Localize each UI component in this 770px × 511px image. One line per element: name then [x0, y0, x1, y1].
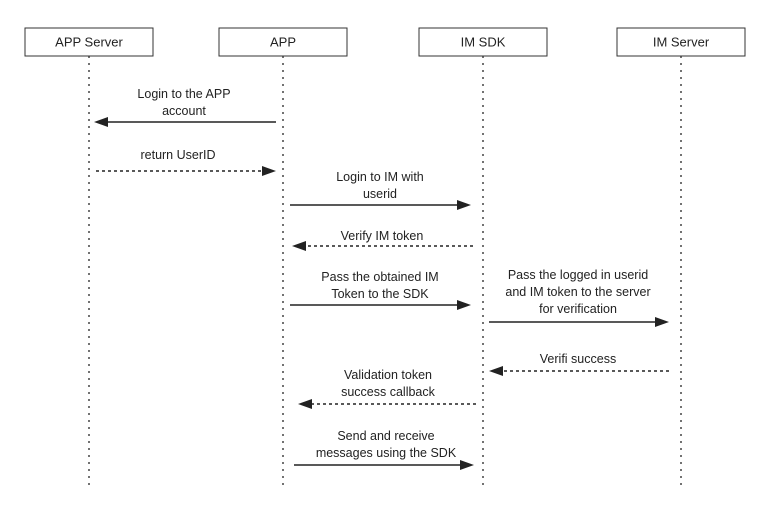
message-label: Pass the logged in userid [508, 268, 648, 282]
actors: APP Server APP IM SDK IM Server [24, 27, 746, 57]
actor-box [218, 27, 348, 57]
message-label: messages using the SDK [316, 446, 457, 460]
message-label: Login to IM with [336, 170, 424, 184]
message-3: Login to IM with userid [290, 170, 471, 210]
messages: Login to the APP account return UserID Logi… [94, 87, 669, 470]
message-label: userid [363, 187, 397, 201]
message-label: Token to the SDK [331, 287, 429, 301]
message-label: and IM token to the server [505, 285, 650, 299]
actor-app-server: APP Server [24, 27, 154, 57]
message-label: Send and receive [337, 429, 434, 443]
message-5: Pass the obtained IM Token to the SDK [290, 270, 471, 310]
arrowhead-icon [489, 366, 503, 376]
message-label: account [162, 104, 206, 118]
actor-im-sdk: IM SDK [418, 27, 548, 57]
message-9: Send and receive messages using the SDK [294, 429, 474, 470]
message-label: Verifi success [540, 352, 616, 366]
message-6: Pass the logged in userid and IM token to… [489, 268, 669, 327]
actor-box [24, 27, 154, 57]
arrowhead-icon [292, 241, 306, 251]
message-2: return UserID [96, 148, 276, 176]
arrowhead-icon [457, 200, 471, 210]
lifelines [88, 56, 682, 488]
arrowhead-icon [298, 399, 312, 409]
arrowhead-icon [262, 166, 276, 176]
actor-label: APP [270, 34, 296, 49]
arrowhead-icon [460, 460, 474, 470]
message-label: Pass the obtained IM [321, 270, 438, 284]
actor-im-server: IM Server [616, 27, 746, 57]
actor-label: IM Server [653, 34, 710, 49]
message-4: Verify IM token [292, 229, 473, 251]
message-label: return UserID [140, 148, 215, 162]
actor-label: IM SDK [461, 34, 506, 49]
arrowhead-icon [94, 117, 108, 127]
actor-app: APP [218, 27, 348, 57]
arrowhead-icon [655, 317, 669, 327]
message-label: Validation token [344, 368, 432, 382]
message-label: Verify IM token [341, 229, 424, 243]
actor-box [616, 27, 746, 57]
message-label: for verification [539, 302, 617, 316]
actor-box [418, 27, 548, 57]
message-1: Login to the APP account [94, 87, 276, 127]
message-7: Verifi success [489, 352, 669, 376]
message-8: Validation token success callback [298, 368, 476, 409]
arrowhead-icon [457, 300, 471, 310]
message-label: Login to the APP [137, 87, 230, 101]
actor-label: APP Server [55, 34, 123, 49]
message-label: success callback [341, 385, 436, 399]
